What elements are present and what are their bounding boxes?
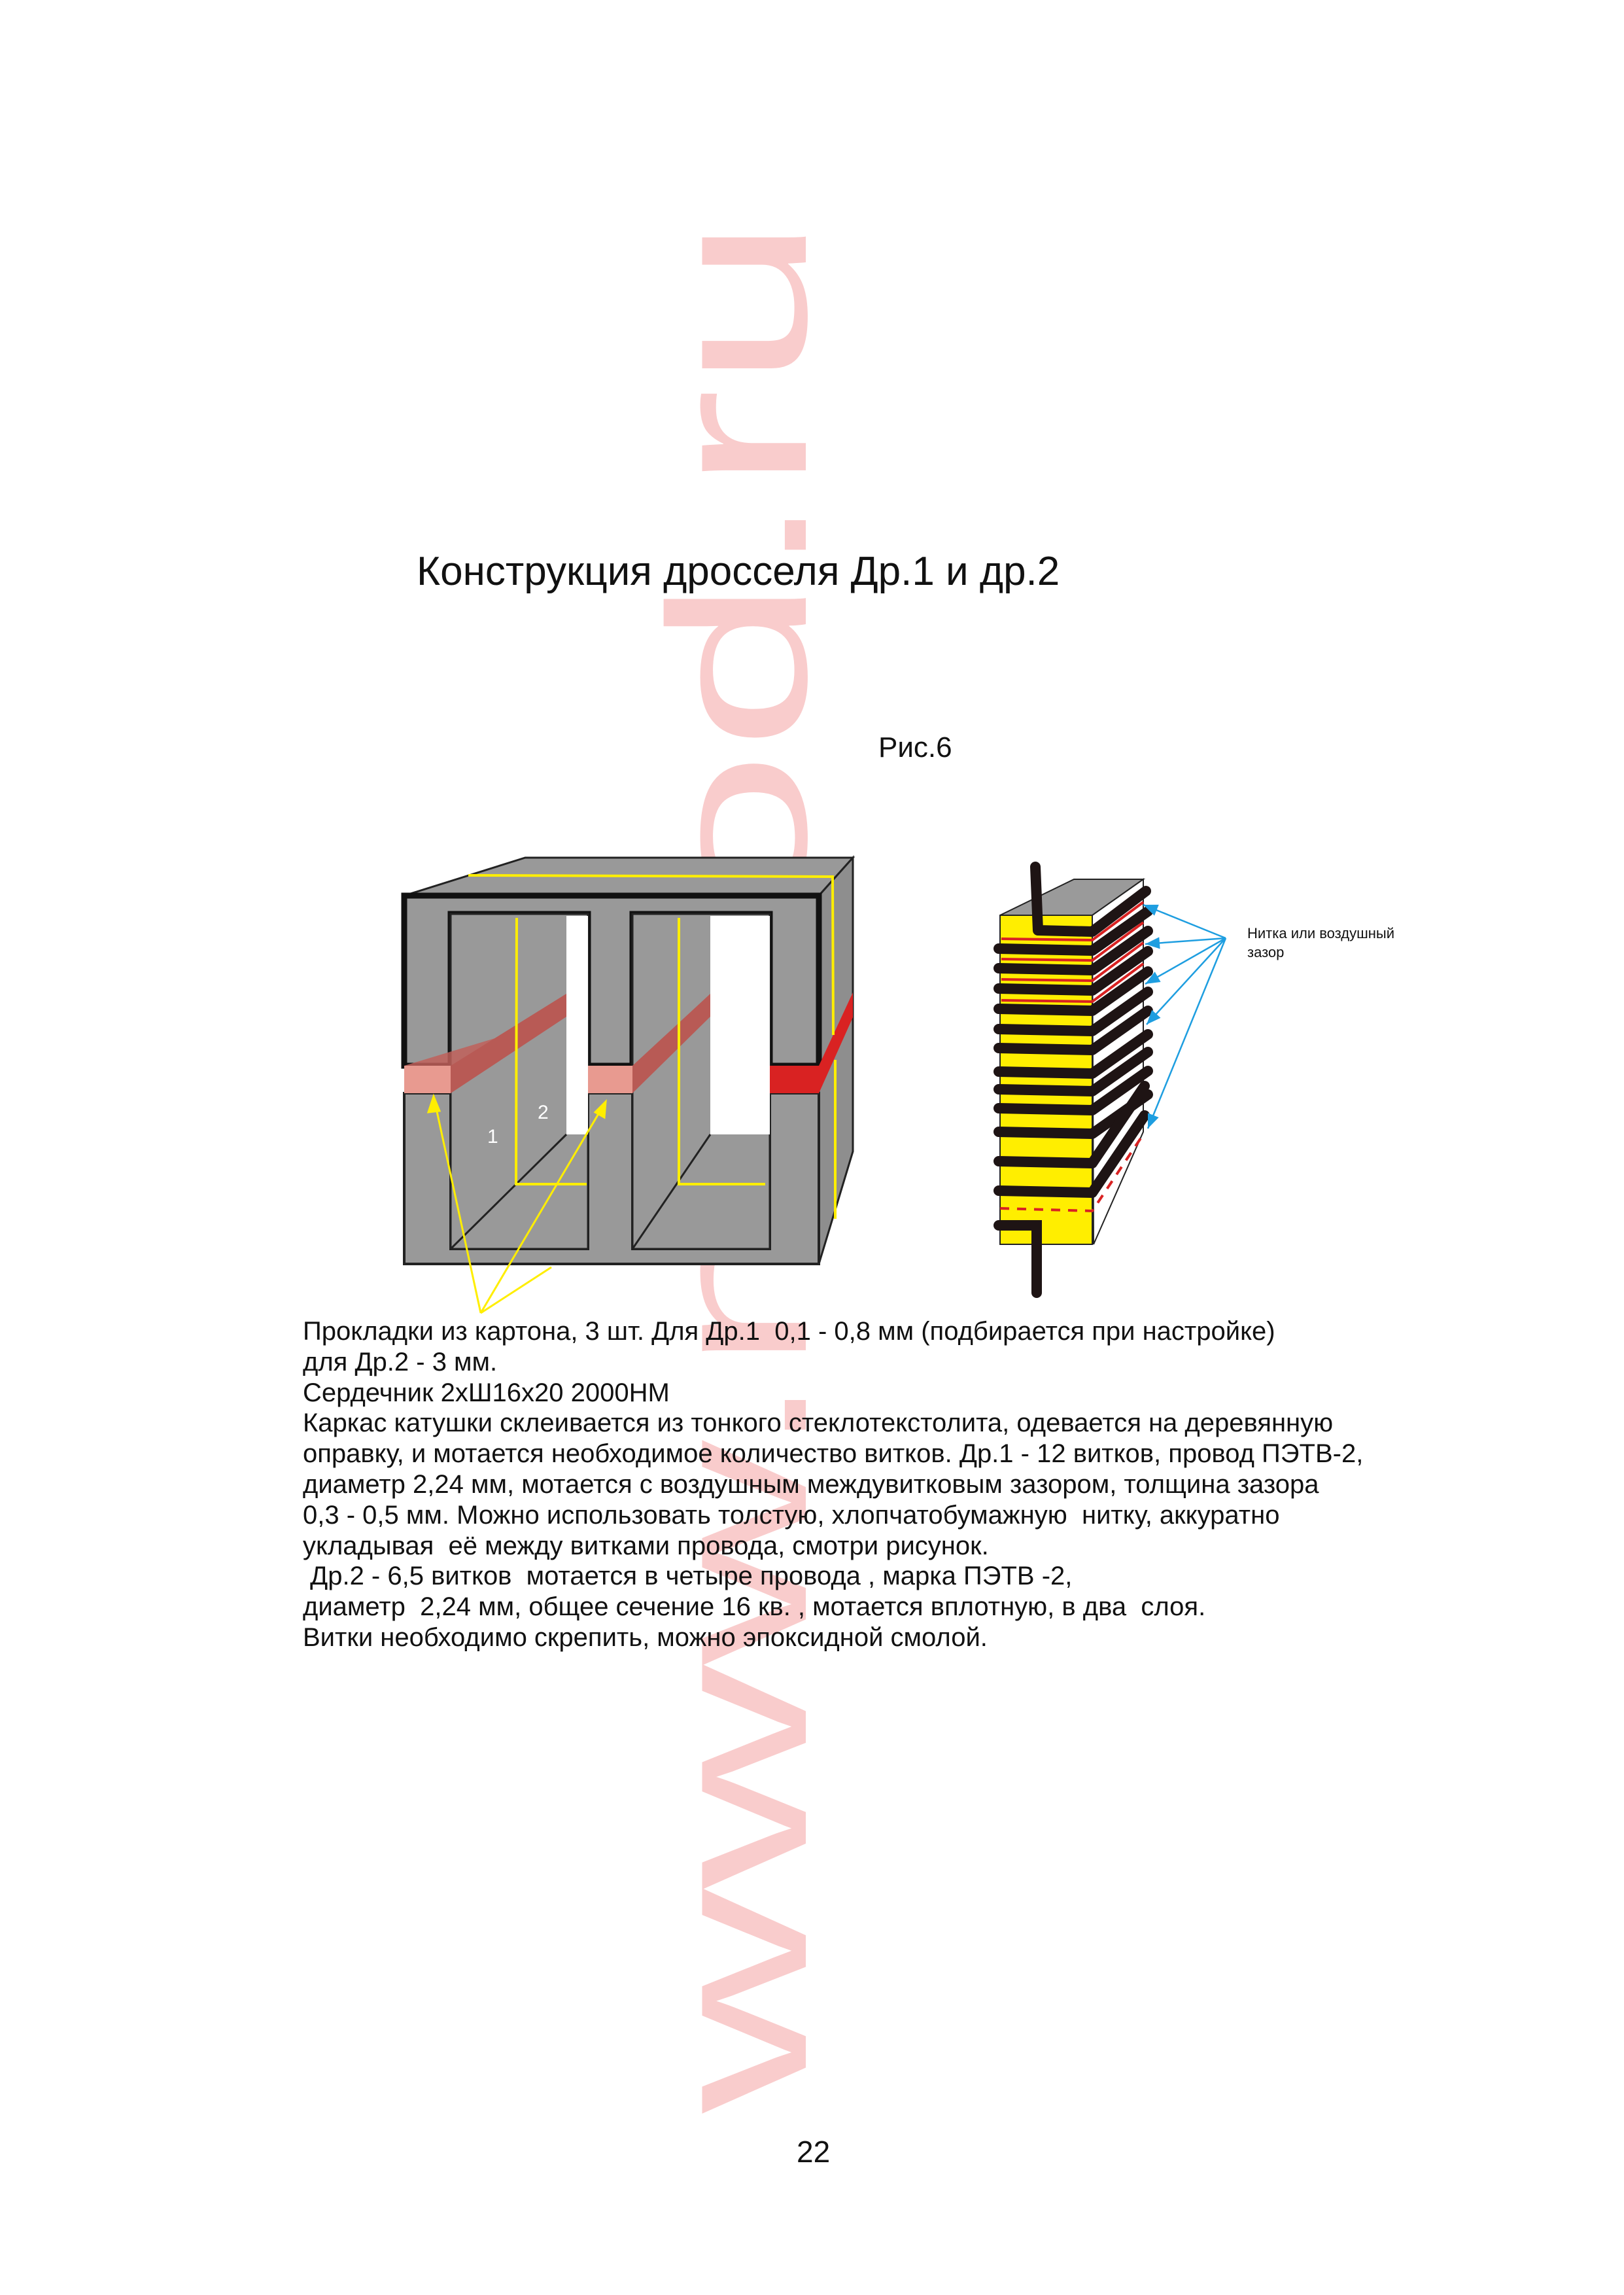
- spacer-left: [404, 994, 566, 1093]
- gap-pointer-arrow: [1146, 937, 1226, 1025]
- text-line: укладывая её между витками провода, смот…: [303, 1531, 989, 1560]
- spacer-center: [588, 1066, 632, 1093]
- text-line: Прокладки из картона, 3 шт. Для Др.1 0,1…: [303, 1317, 1275, 1346]
- text-line: Витки необходимо скрепить, можно эпоксид…: [303, 1622, 988, 1652]
- winding-turn: [993, 987, 1153, 1036]
- arrowhead-icon: [1145, 937, 1160, 949]
- arrowhead-icon: [1147, 1113, 1159, 1129]
- callout-line: Нитка или воздушный: [1247, 925, 1395, 941]
- text-line: диаметр 2,24 мм, общее сечение 16 кв. , …: [303, 1592, 1206, 1622]
- arrowhead-icon: [1147, 1009, 1161, 1025]
- gap-pointer-arrow: [1143, 903, 1226, 939]
- arrowhead-icon: [1145, 972, 1161, 984]
- winding-turn: [993, 926, 1153, 975]
- page-title: Конструкция дросселя Др.1 и др.2: [417, 549, 1060, 594]
- text-line: диаметр 2,24 мм, мотается с воздушным ме…: [303, 1469, 1319, 1499]
- e-core-assembly: 1 2: [401, 855, 855, 1314]
- winding-turn: [993, 1047, 1153, 1096]
- gap-pointer-arrow: [1145, 937, 1226, 985]
- gap-pointer-arrow: [1147, 937, 1227, 1129]
- callout-line: зазор: [1247, 944, 1285, 960]
- winding-turn: [993, 1081, 1150, 1168]
- winding-turn: [993, 1066, 1153, 1115]
- text-line: оправку, и мотается необходимое количест…: [303, 1439, 1364, 1469]
- gap-thread: [1001, 941, 1145, 983]
- lead-wire-bottom: [993, 1220, 1042, 1298]
- spacer-pointer-arrows: [426, 1093, 607, 1314]
- coil-gap-callout: Нитка или воздушный зазор: [1247, 924, 1394, 962]
- winding-turn: [993, 1006, 1153, 1055]
- gap-right: [770, 1066, 819, 1093]
- coil-winding: [993, 862, 1227, 1298]
- description-text: Прокладки из картона, 3 шт. Для Др.1 0,1…: [303, 1316, 1363, 1653]
- gap-thread: [1001, 921, 1145, 962]
- gap-thread-hidden: [999, 1137, 1142, 1213]
- text-line: 0,3 - 0,5 мм. Можно использовать толстую…: [303, 1500, 1280, 1530]
- winding-turn: [993, 1110, 1150, 1198]
- winding-turn: [993, 966, 1153, 1016]
- window-label-2: 2: [538, 1102, 549, 1123]
- gap-thread: [1001, 901, 1145, 942]
- text-line: Сердечник 2хШ16х20 2000НМ: [303, 1378, 670, 1407]
- window-label-1: 1: [487, 1126, 498, 1148]
- gap-thread: [1001, 962, 1145, 1004]
- text-line: для Др.2 - 3 мм.: [303, 1347, 498, 1376]
- text-line: Каркас катушки склеивается из тонкого ст…: [303, 1409, 1334, 1438]
- winding-turn: [993, 1029, 1153, 1079]
- lead-wire-top: [1030, 862, 1151, 937]
- winding-turn: [993, 946, 1153, 996]
- text-line: Др.2 - 6,5 витков мотается в четыре пров…: [303, 1562, 1073, 1591]
- page-number: 22: [797, 2135, 831, 2169]
- winding-turn: [993, 906, 1153, 956]
- arrowhead-icon: [1143, 904, 1159, 916]
- figure-label: Рис.6: [878, 731, 952, 763]
